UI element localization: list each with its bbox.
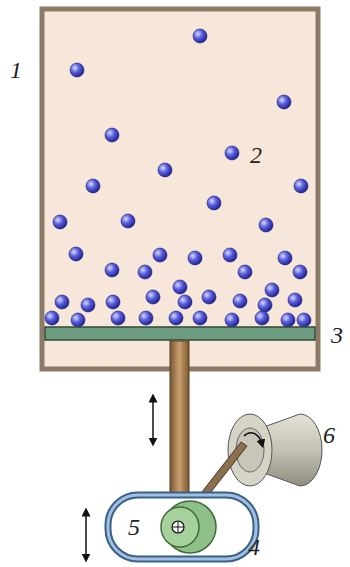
callout-number: 3 bbox=[331, 323, 343, 347]
ball bbox=[71, 313, 85, 327]
ball bbox=[86, 179, 100, 193]
frame-highlight bbox=[108, 495, 256, 559]
ball bbox=[259, 218, 273, 232]
ball bbox=[105, 128, 119, 142]
ball bbox=[138, 265, 152, 279]
ball bbox=[178, 295, 192, 309]
ball bbox=[153, 248, 167, 262]
ball bbox=[293, 265, 307, 279]
ball bbox=[277, 95, 291, 109]
ball bbox=[146, 290, 160, 304]
container bbox=[42, 9, 318, 369]
ball bbox=[106, 295, 120, 309]
callout-number: 1 bbox=[10, 58, 22, 82]
ball bbox=[105, 263, 119, 277]
ball bbox=[81, 298, 95, 312]
callout-number: 6 bbox=[323, 423, 335, 447]
ball bbox=[55, 295, 69, 309]
ball bbox=[233, 294, 247, 308]
ball bbox=[53, 215, 67, 229]
ball bbox=[158, 163, 172, 177]
axle-cross bbox=[172, 521, 184, 533]
ball bbox=[188, 251, 202, 265]
ball bbox=[111, 311, 125, 325]
ball bbox=[297, 313, 311, 327]
ball bbox=[45, 311, 59, 325]
motion-arrow bbox=[85, 512, 87, 558]
ball bbox=[225, 146, 239, 160]
ball bbox=[238, 265, 252, 279]
ball bbox=[294, 179, 308, 193]
balls bbox=[45, 29, 311, 327]
callout-number: 4 bbox=[248, 535, 260, 559]
cam-follower-frame bbox=[108, 495, 256, 559]
ball bbox=[207, 196, 221, 210]
ball bbox=[281, 313, 295, 327]
ball bbox=[193, 29, 207, 43]
ball bbox=[265, 283, 279, 297]
plate bbox=[45, 327, 315, 340]
ball bbox=[173, 280, 187, 294]
callout-number: 2 bbox=[250, 143, 262, 167]
ball bbox=[278, 251, 292, 265]
ball bbox=[202, 290, 216, 304]
rod bbox=[170, 341, 189, 511]
axle bbox=[172, 521, 184, 533]
ball bbox=[288, 293, 302, 307]
ball bbox=[223, 248, 237, 262]
ball bbox=[225, 313, 239, 327]
ball bbox=[258, 298, 272, 312]
motion-arrow bbox=[152, 398, 154, 442]
ball bbox=[169, 311, 183, 325]
ball bbox=[193, 311, 207, 325]
ball bbox=[121, 214, 135, 228]
eccentric-face bbox=[161, 507, 199, 547]
ball bbox=[139, 311, 153, 325]
ball bbox=[70, 63, 84, 77]
ball bbox=[255, 311, 269, 325]
callout-number: 5 bbox=[128, 515, 140, 539]
ball bbox=[69, 247, 83, 261]
